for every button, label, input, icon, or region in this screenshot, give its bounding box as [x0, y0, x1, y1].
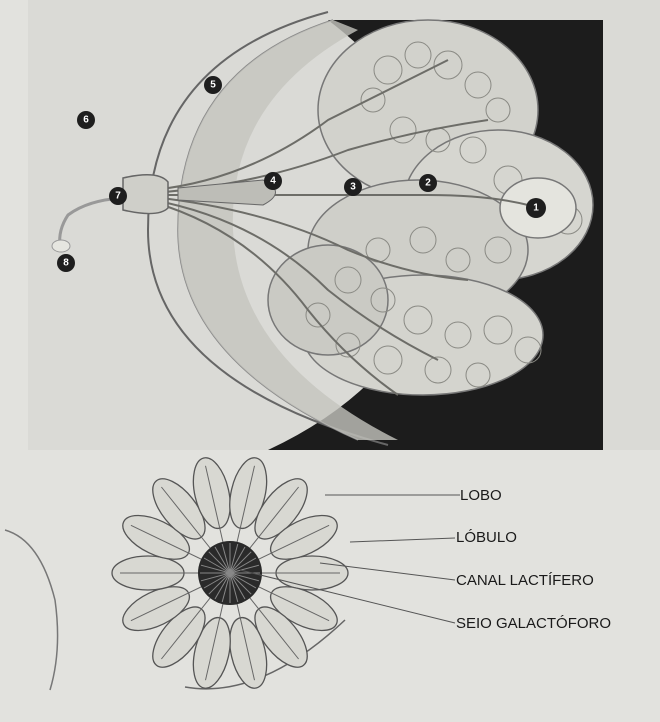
svg-text:5: 5 [210, 80, 216, 91]
body-outline [5, 530, 58, 690]
label-seio-galactoforo: SEIO GALACTÓFORO [456, 615, 611, 632]
svg-text:7: 7 [115, 191, 121, 202]
marker-7: 7 [109, 187, 127, 205]
nipple [123, 175, 168, 214]
svg-text:1: 1 [533, 203, 539, 214]
secretion-droplet [52, 240, 70, 252]
svg-text:3: 3 [350, 182, 356, 193]
marker-3: 3 [344, 178, 362, 196]
svg-text:6: 6 [83, 115, 89, 126]
marker-5: 5 [204, 76, 222, 94]
marker-8: 8 [57, 254, 75, 272]
radial-lobes-diagram: LOBO LÓBULO CANAL LACTÍFERO SEIO GALACTÓ… [0, 450, 660, 722]
marker-6: 6 [77, 111, 95, 129]
label-lobo: LOBO [460, 487, 502, 504]
label-canal-lactifero: CANAL LACTÍFERO [456, 572, 594, 589]
leader-lobulo [350, 538, 455, 542]
label-lobulo: LÓBULO [456, 529, 517, 546]
marker-4: 4 [264, 172, 282, 190]
marker-1: 1 [526, 198, 546, 218]
breast-cross-section-illustration: 1 2 3 4 5 6 7 8 [28, 0, 660, 450]
marker-2: 2 [419, 174, 437, 192]
svg-text:2: 2 [425, 178, 431, 189]
svg-text:4: 4 [270, 176, 276, 187]
svg-text:8: 8 [63, 258, 69, 269]
